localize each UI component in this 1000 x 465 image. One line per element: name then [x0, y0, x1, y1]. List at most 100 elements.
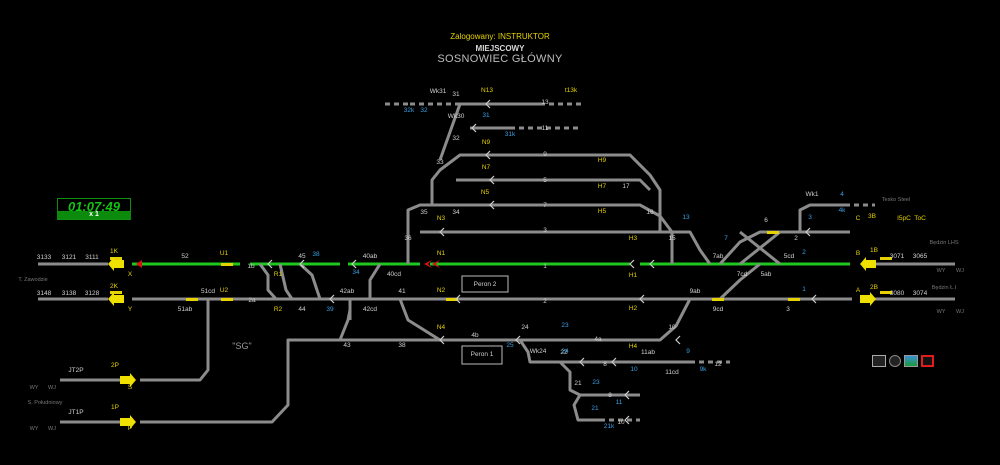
track-section[interactable] [456, 178, 652, 192]
track-label: 9ab [690, 288, 701, 295]
track-label[interactable]: H2 [629, 305, 638, 312]
track-label[interactable]: H7 [598, 183, 607, 190]
track-label[interactable]: H3 [629, 235, 638, 242]
track-section[interactable] [338, 309, 352, 341]
track-label: 9k [700, 366, 708, 373]
track-label: 24 [561, 348, 569, 355]
occupancy-marker [446, 298, 458, 301]
signal-arrow-icon[interactable] [120, 373, 136, 387]
direction-chevron-icon [485, 150, 491, 160]
track-label[interactable]: 3B [868, 213, 876, 220]
track-label[interactable]: N2 [437, 287, 446, 294]
track-section[interactable] [140, 299, 210, 382]
track-label: 10 [668, 324, 676, 331]
track-label[interactable]: N4 [437, 324, 446, 331]
track-label[interactable]: U2 [220, 287, 229, 294]
track-label[interactable]: N13 [481, 87, 493, 94]
track-label[interactable]: R1 [274, 271, 283, 278]
track-section[interactable] [558, 360, 640, 397]
track-label[interactable]: N1 [437, 250, 446, 257]
track-label[interactable]: ToC [914, 215, 926, 222]
track-label: 11 [542, 125, 549, 132]
track-section[interactable] [430, 153, 662, 232]
signal-arrow-icon[interactable] [108, 257, 124, 271]
track-label[interactable]: N7 [482, 164, 491, 171]
track-label[interactable]: 1B [870, 247, 878, 254]
track-label[interactable]: I5pC [897, 215, 911, 222]
track-label[interactable]: B [856, 250, 860, 257]
track-label[interactable]: R2 [274, 306, 283, 313]
track-label: 31 [482, 112, 490, 119]
stop-signal-icon[interactable] [136, 260, 142, 268]
track-section[interactable] [368, 263, 382, 299]
signal-arrow-icon[interactable] [860, 257, 876, 271]
signal-arrow-icon[interactable] [860, 292, 876, 306]
track-section[interactable] [718, 262, 761, 301]
track-label: WJ [48, 385, 56, 391]
track-label[interactable]: t13k [565, 87, 578, 94]
occupancy-marker [880, 291, 892, 294]
track-label: 3138 [62, 290, 77, 297]
stop-signal-icon[interactable] [432, 260, 440, 268]
track-label[interactable]: 2P [111, 362, 119, 369]
track-section[interactable] [258, 263, 278, 300]
signal-arrow-icon[interactable] [120, 415, 136, 429]
track-label[interactable]: H1 [629, 272, 638, 279]
track-label[interactable]: H5 [598, 208, 607, 215]
time-factor[interactable]: x 1 [57, 211, 131, 219]
window-icon[interactable] [872, 355, 886, 367]
track-label[interactable]: Y [128, 306, 133, 313]
signal-arrow-icon[interactable] [108, 292, 124, 306]
toolbar [872, 355, 934, 367]
track-label: 3 [543, 227, 547, 234]
track-section[interactable] [739, 230, 781, 266]
track-label[interactable]: X [128, 271, 133, 278]
direction-chevron-icon [515, 335, 521, 345]
direction-chevron-icon [439, 335, 445, 345]
track-label[interactable]: H4 [629, 343, 638, 350]
track-section[interactable] [518, 339, 690, 364]
track-label: 24 [521, 324, 529, 331]
track-label: 25 [506, 342, 514, 349]
track-section[interactable] [420, 230, 712, 265]
track-label[interactable]: 1K [110, 248, 119, 255]
track-section[interactable] [798, 203, 845, 232]
track-label: 9 [543, 151, 547, 158]
track-section[interactable] [718, 230, 850, 266]
track-section[interactable] [278, 263, 294, 300]
track-label: WJ [956, 268, 964, 274]
track-label: 41 [398, 288, 406, 295]
track-label: WJ [48, 426, 56, 432]
track-label: 23 [592, 379, 600, 386]
track-section[interactable] [140, 338, 440, 424]
track-label[interactable]: N3 [437, 215, 446, 222]
track-label[interactable]: 1P [111, 404, 119, 411]
track-label[interactable]: P [128, 425, 132, 432]
track-label[interactable]: 2K [110, 283, 119, 290]
track-label[interactable]: C [856, 215, 861, 222]
track-label[interactable]: N5 [481, 189, 490, 196]
stop-signal-icon[interactable] [424, 260, 432, 268]
track-label: 31k [505, 131, 516, 138]
refresh-icon[interactable] [889, 355, 901, 367]
track-label[interactable]: 2B [870, 284, 878, 291]
map-icon[interactable] [904, 355, 918, 367]
track-label: WY [30, 426, 39, 432]
track-label[interactable]: N9 [482, 139, 491, 146]
close-icon[interactable] [921, 355, 934, 367]
track-section[interactable] [572, 394, 600, 422]
direction-chevron-icon [439, 227, 445, 237]
track-section[interactable] [298, 262, 322, 300]
track-label: 16 [646, 209, 654, 216]
track-label[interactable]: H9 [598, 157, 607, 164]
occupancy-marker [221, 298, 233, 301]
track-label[interactable]: S [128, 384, 133, 391]
track-label: Tesko Steel [882, 197, 910, 203]
track-label[interactable]: U1 [220, 250, 229, 257]
track-section[interactable] [406, 203, 674, 264]
track-label: 21k [604, 423, 615, 430]
track-label[interactable]: A [856, 287, 861, 294]
track-label: Będzin Ł.I [932, 285, 957, 291]
track-section[interactable] [398, 298, 441, 342]
